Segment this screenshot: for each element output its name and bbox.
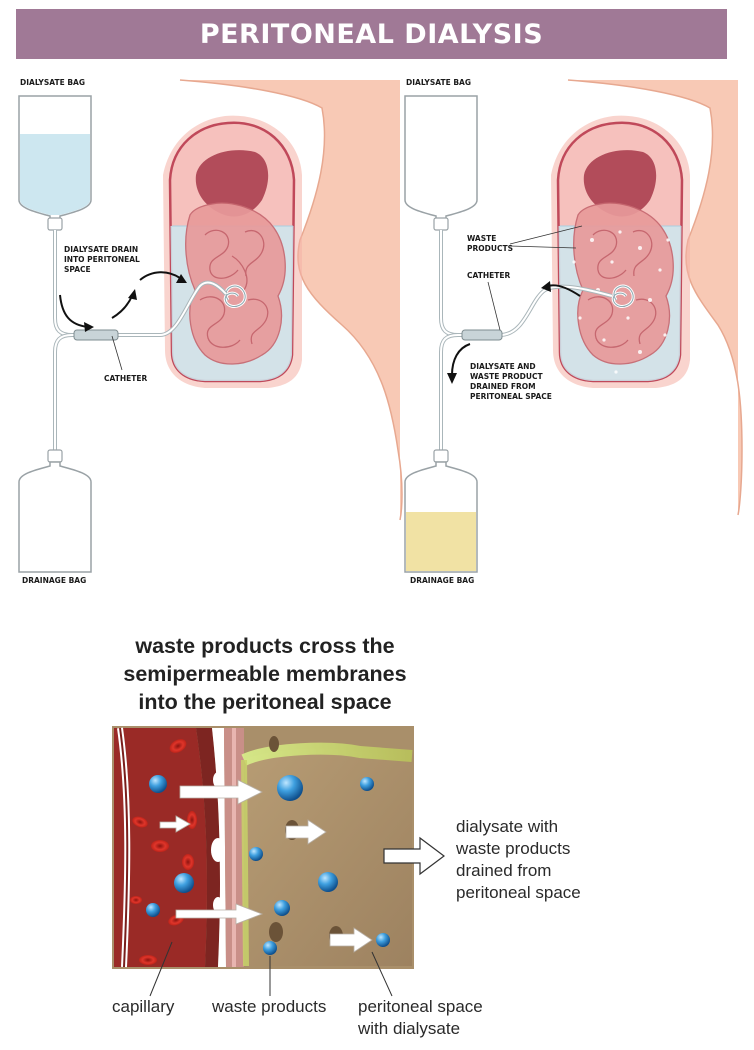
left-drainage-bag-label: DRAINAGE BAG xyxy=(22,576,87,585)
drained-arrow xyxy=(383,836,445,876)
membrane-diagram xyxy=(112,726,445,997)
title-banner: PERITONEAL DIALYSIS xyxy=(16,9,727,59)
waste-product-particles xyxy=(146,775,390,955)
flow-arrow-up xyxy=(111,295,133,319)
dialysate-bag xyxy=(18,95,92,231)
right-panel xyxy=(404,79,743,573)
flow-arrow-down-right xyxy=(59,294,89,328)
title: PERITONEAL DIALYSIS xyxy=(199,18,544,50)
right-drained-label: DIALYSATE AND WASTE PRODUCT DRAINED FROM… xyxy=(470,362,552,401)
right-drainage-bag-label: DRAINAGE BAG xyxy=(410,576,475,585)
transfer-arrows xyxy=(159,779,373,953)
waste-products-label: waste products xyxy=(212,997,327,1016)
drain-arrow-down xyxy=(451,343,471,376)
drained-caption: dialysate with waste products drained fr… xyxy=(456,817,581,902)
waste-particles xyxy=(572,230,670,374)
right-catheter-label: CATHETER xyxy=(467,271,511,280)
dialysate-bag-empty xyxy=(404,95,478,231)
capillary-label: capillary xyxy=(112,997,175,1016)
right-waste-label: WASTE PRODUCTS xyxy=(467,234,513,253)
left-drain-label: DIALYSATE DRAIN INTO PERITONEAL SPACE xyxy=(64,245,140,274)
body-silhouette xyxy=(180,80,402,520)
peritoneal-space-label: peritoneal space with dialysate xyxy=(358,997,483,1038)
drainage-bag xyxy=(18,449,92,573)
liver xyxy=(195,150,269,217)
membrane-heading: waste products cross the semipermeable m… xyxy=(123,634,407,714)
red-blood-cells xyxy=(130,739,197,965)
left-catheter-label: CATHETER xyxy=(104,374,148,383)
left-panel xyxy=(18,79,403,573)
left-dialysate-bag-label: DIALYSATE BAG xyxy=(20,78,86,87)
flow-arrow-into-cavity xyxy=(139,271,181,281)
drainage-bag-full xyxy=(404,449,478,573)
right-dialysate-bag-label: DIALYSATE BAG xyxy=(406,78,472,87)
catheter-connector xyxy=(73,329,119,341)
